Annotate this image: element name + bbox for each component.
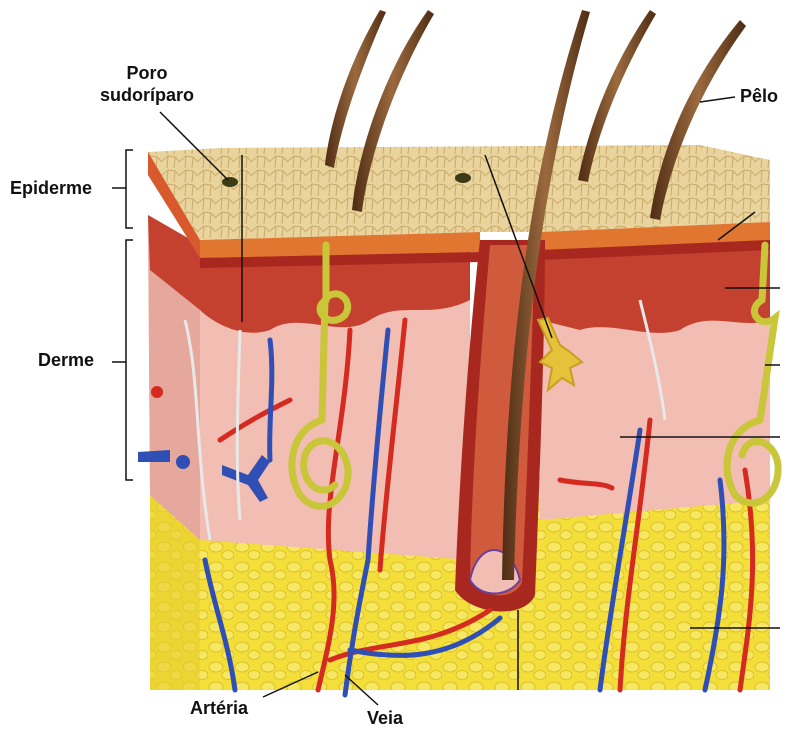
label-poro-line2: sudoríparo — [100, 84, 194, 106]
label-arteria: Artéria — [190, 698, 248, 719]
label-poro-line1: Poro — [100, 62, 194, 84]
label-veia: Veia — [367, 708, 403, 729]
label-epiderme: Epiderme — [10, 178, 92, 199]
label-pelo: Pêlo — [740, 86, 778, 107]
label-derme: Derme — [38, 350, 94, 371]
label-poro-sudoriparo: Poro sudoríparo — [100, 62, 194, 106]
